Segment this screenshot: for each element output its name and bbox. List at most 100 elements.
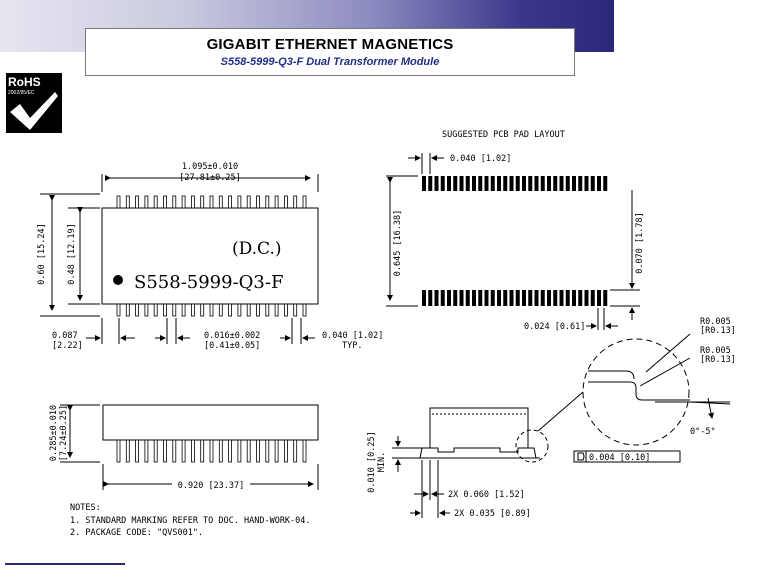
detail-lead-top (588, 370, 635, 380)
lead (135, 195, 140, 209)
angle: 0°-5° (690, 427, 716, 437)
pad (490, 290, 495, 306)
pad (434, 290, 439, 306)
lead (237, 439, 242, 463)
lead (246, 195, 251, 209)
pad (547, 290, 551, 306)
lead (163, 439, 167, 463)
lead (200, 439, 205, 463)
page-subtitle: S558-5999-Q3-F Dual Transformer Module (220, 56, 440, 68)
pcb-pad-width: 0.024 [0.61] (524, 322, 585, 332)
pad (597, 176, 601, 191)
top-height-outer: 0.60 [15.24] (37, 223, 47, 284)
page-title: GIGABIT ETHERNET MAGNETICS (206, 36, 454, 53)
coplanarity-frame (573, 450, 681, 463)
notes: NOTES: 1. STANDARD MARKING REFER TO DOC.… (70, 503, 311, 538)
lead (135, 439, 140, 463)
lead-width-mm: [0.41±0.05] (204, 341, 260, 351)
lead (125, 439, 130, 463)
end-view (392, 333, 731, 518)
pad (528, 176, 533, 191)
lead (274, 439, 279, 463)
lead (256, 195, 260, 209)
lead (172, 303, 177, 317)
lead (293, 195, 298, 209)
side-height: 0.285±0.010 (49, 405, 59, 461)
lead (144, 439, 149, 463)
top-leads-upper (116, 195, 307, 209)
pad (534, 176, 539, 191)
pad (478, 176, 483, 191)
lead (209, 439, 214, 463)
pcb-pads-upper (422, 176, 608, 191)
pad (478, 290, 483, 306)
radius1-mm: [R0.13] (700, 326, 736, 336)
top-length-mm: [27.81±0.25] (179, 173, 240, 183)
lead-dim-2: 2X 0.035 [0.89] (454, 509, 531, 519)
lead (265, 439, 270, 463)
pad (422, 290, 426, 306)
lead (293, 439, 298, 463)
footer-rule (5, 563, 125, 565)
side-leads (116, 439, 307, 463)
radius2-mm: [R0.13] (700, 355, 736, 365)
lead-offset: 0.087 (52, 331, 78, 341)
pad (509, 290, 514, 306)
top-view (40, 174, 319, 344)
pad (465, 290, 470, 306)
lead (265, 195, 270, 209)
lead (163, 195, 167, 209)
pad (584, 176, 589, 191)
pad (497, 290, 501, 306)
radius-leader-1 (645, 333, 691, 373)
pin1-marker (113, 275, 123, 285)
rohs-logo: RoHS 2002/95/EC (6, 73, 62, 133)
pcb-layout-title: SUGGESTED PCB PAD LAYOUT (442, 130, 565, 140)
lead (228, 303, 233, 317)
pad (597, 290, 601, 306)
detail-callout-circle (515, 429, 549, 463)
standoff-min: MIN. (377, 452, 387, 472)
radius-leader-2 (639, 357, 691, 387)
detail-leader (537, 391, 584, 432)
pad (559, 176, 564, 191)
lead (181, 439, 186, 463)
pad (603, 290, 608, 306)
lead-pitch-typ: TYP. (342, 341, 362, 351)
side-view-body (102, 404, 319, 441)
lead (302, 303, 307, 317)
lead (283, 439, 288, 463)
pad (503, 176, 508, 191)
lead (256, 439, 260, 463)
pad (453, 176, 458, 191)
side-length: 0.920 [23.37] (178, 481, 245, 491)
note-item: 1. STANDARD MARKING REFER TO DOC. HAND-W… (70, 516, 311, 526)
pad (547, 176, 551, 191)
pad (559, 290, 564, 306)
pad (440, 176, 445, 191)
lead (144, 195, 149, 209)
pad (578, 176, 583, 191)
lead (218, 439, 223, 463)
lead (228, 195, 233, 209)
lead (302, 195, 307, 209)
lead-width: 0.016±0.002 (204, 331, 260, 341)
pcb-pad-pitch: 0.040 [1.02] (450, 154, 511, 164)
pad (447, 290, 451, 306)
pad (484, 290, 489, 306)
lead (218, 303, 223, 317)
lead (153, 439, 158, 463)
lead (190, 439, 195, 463)
lead (181, 303, 186, 317)
pad (565, 290, 570, 306)
pad (515, 176, 520, 191)
lead (172, 195, 177, 209)
detail-circle (582, 338, 690, 446)
pad (522, 176, 526, 191)
radius1: R0.005 (700, 317, 731, 327)
checkmark-icon (10, 92, 58, 130)
pad (459, 176, 464, 191)
lead (163, 303, 167, 317)
lead (153, 303, 158, 317)
lead (200, 195, 205, 209)
